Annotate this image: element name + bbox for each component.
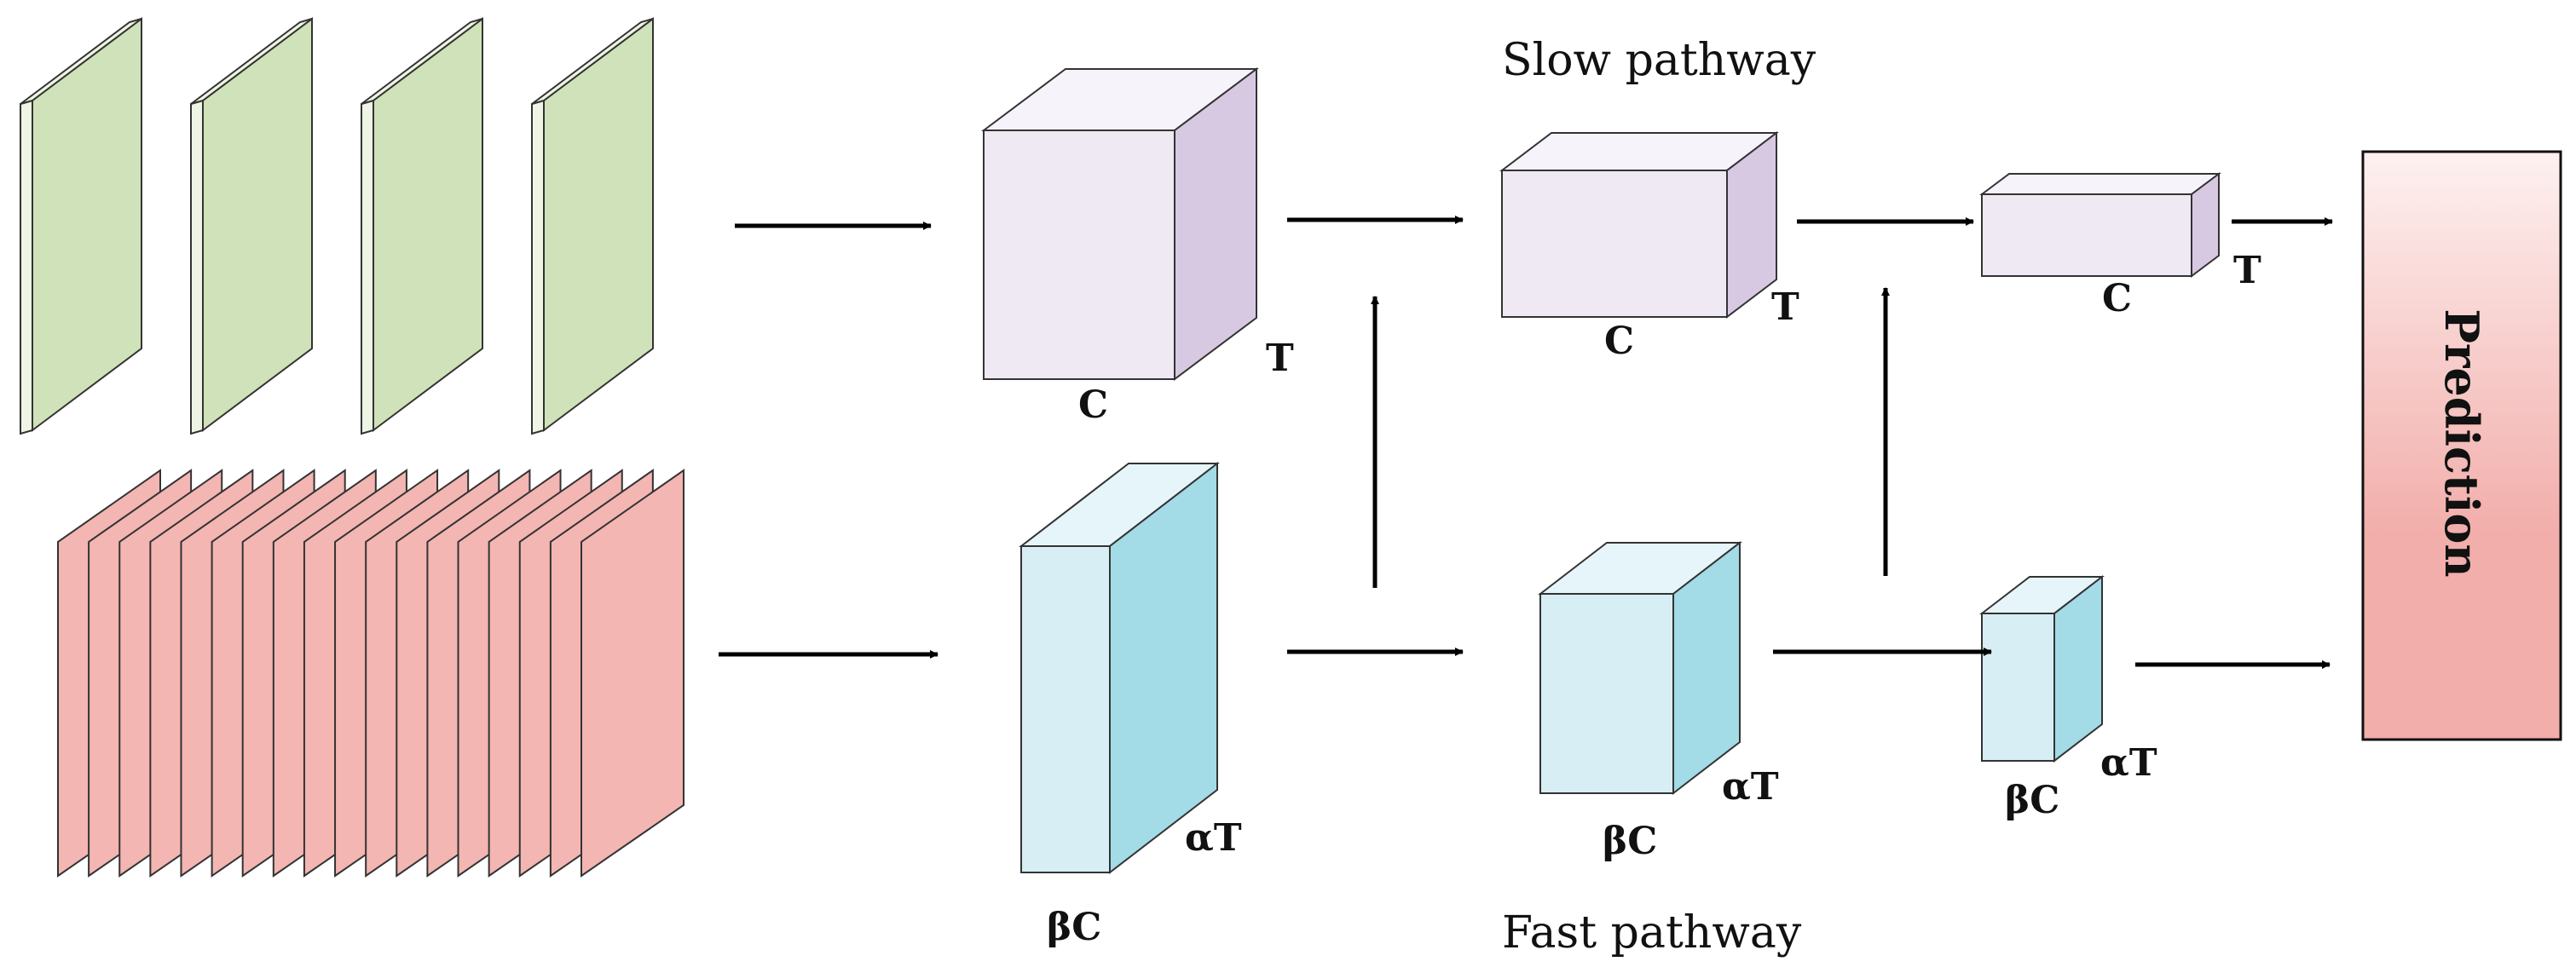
fast-stage2-cube — [1538, 540, 1742, 796]
fast-stage1-cube — [1019, 461, 1220, 875]
prediction-box — [2361, 150, 2562, 741]
flow-arrows — [719, 216, 2333, 669]
slow-stage3-c-label: C — [2102, 277, 2132, 320]
fast-input-frames — [57, 469, 684, 878]
slow-frame — [361, 17, 483, 435]
prediction-label: Prediction — [2434, 308, 2489, 577]
slow-stage1-t-label: T — [1266, 337, 1294, 380]
fast-frame — [580, 469, 684, 878]
fast-stage1-t-label: αT — [1185, 816, 1242, 860]
fast-stage2-c-label: βC — [1603, 820, 1657, 863]
slow-stage3-t-label: T — [2233, 249, 2261, 292]
slow-frame — [20, 17, 142, 435]
slow-stage2-c-label: C — [1604, 320, 1634, 363]
fast-stage2-t-label: αT — [1722, 765, 1779, 809]
slow-frame — [531, 17, 654, 435]
slow-stage1-c-label: C — [1078, 383, 1108, 427]
slow-input-frames — [20, 17, 654, 435]
slow-stage2-cube — [1499, 130, 1779, 320]
fast-stage3-t-label: αT — [2100, 741, 2157, 785]
dimension-labels: C T C T C T βC αT βC αT βC αT — [1047, 249, 2261, 949]
slow-stage1-cube — [981, 67, 1259, 381]
fast-stage1-c-label: βC — [1047, 906, 1101, 949]
fast-pathway-title: Fast pathway — [1502, 907, 1802, 959]
feature-cubes — [981, 67, 2221, 875]
slow-stage2-t-label: T — [1771, 285, 1799, 329]
fast-stage3-c-label: βC — [2005, 779, 2059, 822]
slow-stage3-cube — [1979, 172, 2221, 278]
fast-stage3-cube — [1979, 574, 2105, 763]
slow-pathway-title: Slow pathway — [1502, 35, 1816, 86]
slow-frame — [190, 17, 313, 435]
